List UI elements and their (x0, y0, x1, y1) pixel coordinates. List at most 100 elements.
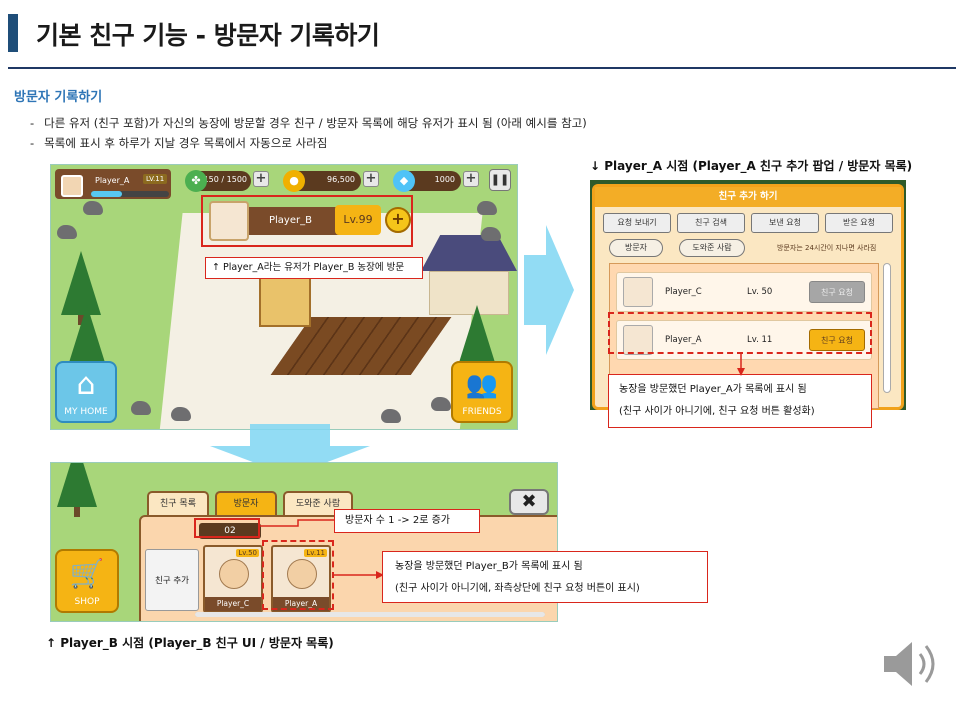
farm-house (421, 235, 517, 315)
visitor-count: 02 (199, 523, 261, 539)
rock (171, 407, 191, 421)
visitor-card[interactable]: Lv.11 Player_A (271, 545, 331, 613)
highlight-player-a-row (608, 312, 872, 354)
player-profile[interactable]: Player_A LV.11 (55, 169, 171, 199)
player-level: LV.11 (143, 174, 168, 184)
player-a-callout: 농장을 방문했던 Player_A가 목록에 표시 됨 (친구 사이가 아니기에… (608, 374, 872, 428)
pine-tree (457, 305, 497, 379)
arrow-right-icon (524, 225, 574, 355)
bullet-item: 목록에 표시 후 하루가 지날 경우 목록에서 자동으로 사라짐 (30, 133, 587, 153)
market-stall (259, 277, 311, 327)
player-b-caption: ↑ Player_B 시점 (Player_B 친구 UI / 방문자 목록) (46, 636, 334, 650)
home-icon: ⌂ (76, 367, 96, 402)
visitor-name: Player_A (273, 597, 329, 611)
scrollbar[interactable] (883, 263, 891, 393)
list-item: Player_C Lv. 50 친구 요청 (616, 272, 872, 312)
coin-value: 96,500 (327, 175, 355, 184)
avatar (287, 559, 317, 589)
callout-line: (친구 사이가 아니기에, 좌측상단에 친구 요청 버튼이 표시) (395, 583, 640, 594)
pine-tree (61, 251, 101, 325)
tab-visitors[interactable]: 방문자 (215, 491, 277, 515)
coin-counter: ● 96,500 (283, 170, 361, 192)
callout-line: 농장을 방문했던 Player_B가 목록에 표시 됨 (395, 561, 583, 572)
connector-arrow (334, 571, 384, 579)
scrollbar[interactable] (195, 612, 545, 617)
rock (381, 409, 401, 423)
title-accent-bar (8, 14, 18, 52)
avatar (623, 277, 653, 307)
shop-label: SHOP (74, 597, 100, 607)
tab-friend-list[interactable]: 친구 목록 (147, 491, 209, 515)
add-coin-button[interactable]: + (363, 171, 379, 187)
count-callout: 방문자 수 1 -> 2로 증가 (334, 509, 480, 533)
gem-icon: ◆ (393, 170, 415, 192)
visitor-level: Lv.11 (304, 549, 327, 557)
visitor-level: Lv. 11 (747, 335, 773, 345)
gem-value: 1000 (434, 175, 455, 184)
add-clover-button[interactable]: + (253, 171, 269, 187)
player-a-caption: ↓ Player_A 시점 (Player_A 친구 추가 팝업 / 방문자 목… (590, 159, 913, 173)
pine-tree (57, 463, 97, 517)
my-home-button[interactable]: ⌂ MY HOME (55, 361, 117, 423)
tab-sent-requests[interactable]: 보낸 요청 (751, 213, 819, 233)
connector-arrow-down (737, 352, 745, 376)
visitor-name: Player_A (665, 335, 702, 345)
clover-counter: ✤ 1150 / 1500 (185, 170, 251, 192)
bullet-item: 다른 유저 (친구 포함)가 자신의 농장에 방문할 경우 친구 / 방문자 목… (30, 113, 587, 133)
add-gem-button[interactable]: + (463, 171, 479, 187)
coin-icon: ● (283, 170, 305, 192)
gem-counter: ◆ 1000 (393, 170, 461, 192)
tab-received-requests[interactable]: 받은 요청 (825, 213, 893, 233)
arrow-down-icon (210, 424, 370, 476)
page-title: 기본 친구 기능 - 방문자 기록하기 (36, 21, 380, 50)
friend-add-popup: 친구 추가 하기 요청 보내기 친구 검색 보낸 요청 받은 요청 방문자 도와… (592, 184, 904, 410)
tab-friend-search[interactable]: 친구 검색 (677, 213, 745, 233)
visitor-name: Player_C (205, 597, 261, 611)
avatar (61, 175, 83, 197)
house-roof (421, 235, 517, 271)
tab-send-request[interactable]: 요청 보내기 (603, 213, 671, 233)
close-button[interactable]: ✖ (509, 489, 549, 515)
rock (83, 201, 103, 215)
visitor-card[interactable]: Lv.50 Player_C (203, 545, 263, 613)
speaker-icon[interactable] (880, 634, 944, 694)
cart-icon: 🛒 (69, 557, 105, 590)
title-divider (8, 67, 956, 69)
avatar (209, 201, 249, 241)
highlight-visitor-count (194, 518, 260, 538)
friends-icon: 👥 (465, 370, 499, 400)
farm-screenshot: Player_A LV.11 ✤ 1150 / 1500 + ● 96,500 … (50, 164, 518, 430)
xp-bar (91, 191, 169, 197)
pause-button[interactable]: ❚❚ (489, 169, 511, 191)
visitor-name: Player_C (665, 287, 702, 297)
visited-player-panel: Player_B Lv.99 + (201, 195, 413, 247)
subtab-helpers[interactable]: 도와준 사람 (679, 239, 745, 257)
shop-button[interactable]: 🛒 SHOP (55, 549, 119, 613)
visitor-expiry-note: 방문자는 24시간이 지나면 사라짐 (777, 244, 877, 252)
rock (131, 401, 151, 415)
rock (57, 225, 77, 239)
add-friend-button[interactable]: 친구 추가 (145, 549, 199, 611)
player-b-callout: 농장을 방문했던 Player_B가 목록에 표시 됨 (친구 사이가 아니기에… (382, 551, 708, 603)
highlight-player-a-card (262, 540, 334, 610)
subtab-visitors[interactable]: 방문자 (609, 239, 663, 257)
pine-tree (67, 305, 107, 379)
friends-button[interactable]: 👥 FRIENDS (451, 361, 513, 423)
popup-title: 친구 추가 하기 (595, 187, 901, 207)
rock (477, 201, 497, 215)
clover-value: 1150 / 1500 (198, 175, 248, 184)
friends-label: FRIENDS (462, 407, 502, 417)
callout-line: 농장을 방문했던 Player_A가 목록에 표시 됨 (619, 384, 807, 395)
section-title: 방문자 기록하기 (14, 90, 103, 105)
player-name: Player_A (95, 176, 130, 185)
bullet-list: 다른 유저 (친구 포함)가 자신의 농장에 방문할 경우 친구 / 방문자 목… (30, 113, 587, 153)
home-label: MY HOME (64, 407, 108, 417)
friend-add-popup-screenshot: 친구 추가 하기 요청 보내기 친구 검색 보낸 요청 받은 요청 방문자 도와… (590, 180, 906, 410)
visitor-level: Lv.50 (236, 549, 259, 557)
callout-line: (친구 사이가 아니기에, 친구 요청 버튼 활성화) (619, 406, 815, 417)
friend-ui-screenshot: 친구 목록 방문자 도와준 사람 ✖ 02 친구 추가 Lv.50 Player… (50, 462, 558, 622)
friend-request-button[interactable]: 친구 요청 (809, 281, 865, 303)
add-friend-button[interactable]: + (385, 207, 411, 233)
friend-request-button[interactable]: 친구 요청 (809, 329, 865, 351)
visitor-level: Lv. 50 (747, 287, 773, 297)
